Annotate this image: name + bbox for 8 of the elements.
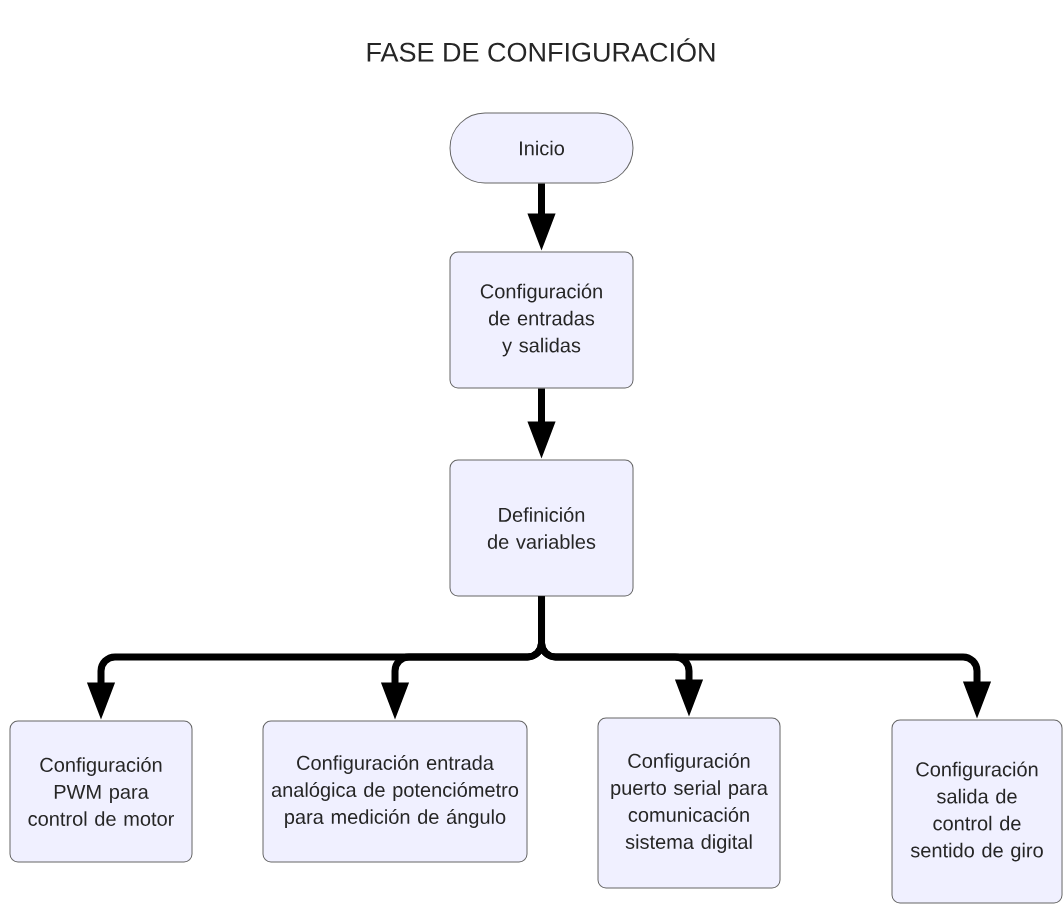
title: FASE DE CONFIGURACIÓN bbox=[367, 38, 715, 62]
process-box: Configuración de entradas y salidas bbox=[449, 251, 634, 389]
process-box: Definición de variables bbox=[449, 459, 634, 597]
process-box: Configuración puerto serial para comunicación sistema digital bbox=[597, 717, 781, 889]
process-box: Configuración salida de control de sentido de giro bbox=[891, 719, 1063, 904]
start-terminal: Inicio bbox=[449, 112, 634, 184]
process-box: Configuración entrada analógica de potenciómetro para medición de ángulo bbox=[262, 720, 528, 863]
process-box: Configuración PWM para control de motor bbox=[9, 720, 193, 863]
